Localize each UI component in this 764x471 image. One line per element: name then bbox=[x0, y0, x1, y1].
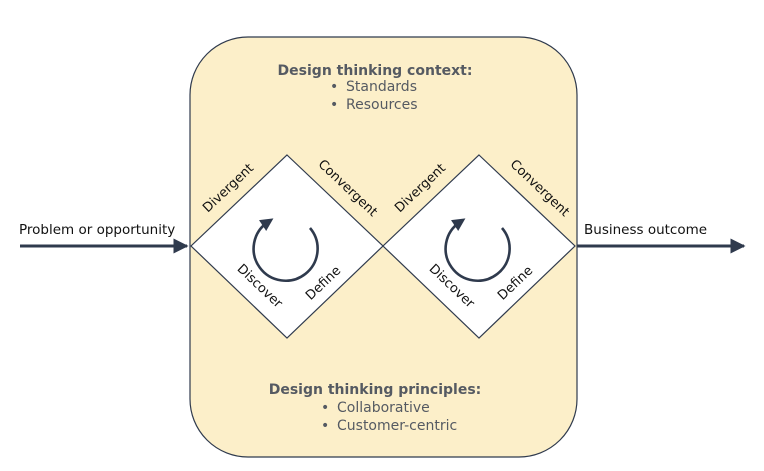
context-item-resources: Resources bbox=[346, 97, 418, 113]
context-bullet-1: • bbox=[330, 79, 338, 95]
context-bullet-2: • bbox=[330, 97, 338, 113]
cycle-arrow-icon bbox=[444, 218, 511, 282]
principles-bullet-1: • bbox=[321, 400, 329, 416]
principles-bullet-2: • bbox=[321, 418, 329, 434]
principles-item-customer-centric: Customer-centric bbox=[337, 418, 457, 434]
cycle-arrow-icon bbox=[252, 218, 319, 282]
input-label: Problem or opportunity bbox=[19, 222, 175, 238]
diamond-2-shape bbox=[382, 154, 576, 339]
context-item-standards: Standards bbox=[346, 79, 417, 95]
output-label: Business outcome bbox=[584, 222, 707, 238]
principles-title: Design thinking principles: bbox=[269, 382, 482, 398]
principles-item-collaborative: Collaborative bbox=[337, 400, 430, 416]
diamond-1-shape bbox=[190, 154, 384, 339]
context-title: Design thinking context: bbox=[278, 63, 473, 79]
